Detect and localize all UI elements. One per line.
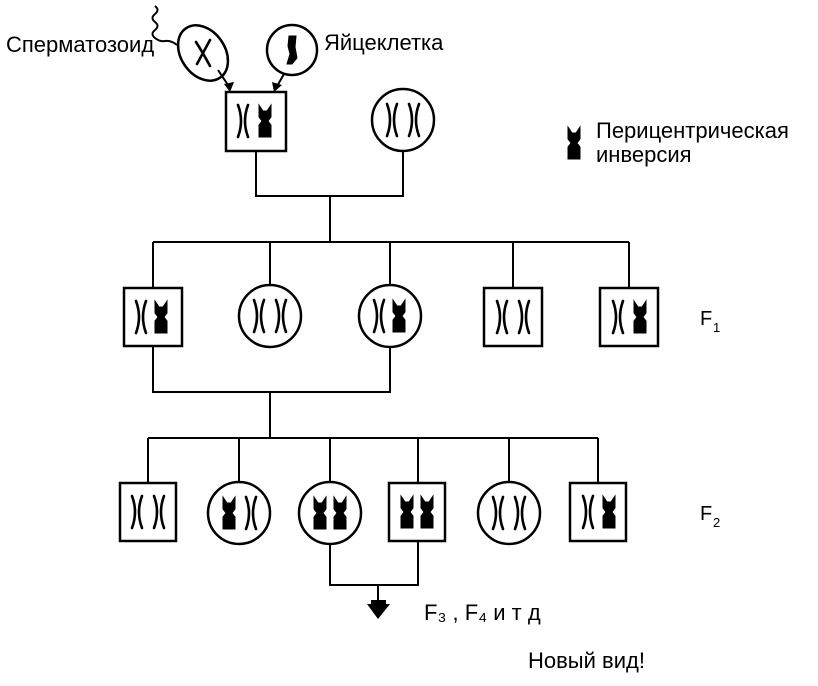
f2-label: F [700, 503, 712, 525]
f2-individual-1 [118, 481, 178, 543]
f2-individual-5 [476, 480, 542, 546]
f2-individual-6 [568, 481, 628, 543]
sperm-label: Сперматозоид [6, 32, 154, 57]
inversion-legend-icon [567, 126, 581, 160]
sperm-tail [151, 5, 178, 46]
f1-individual-4 [482, 286, 544, 348]
next-generation-arrow [367, 604, 390, 619]
parent-male [224, 90, 288, 153]
inversion-label-line1: Перицентрическая [596, 118, 789, 143]
next-generations-label: F₃ , F₄ и т д [424, 600, 541, 625]
f1-label-subscript: 1 [713, 320, 720, 335]
parent-female [370, 87, 436, 153]
egg-gamete [265, 23, 319, 92]
new-species-label: Новый вид! [528, 648, 645, 673]
sperm-chromosome [194, 38, 212, 68]
f1-label: F [700, 308, 712, 330]
f2-individual-4 [387, 481, 447, 543]
f1-individual-1 [122, 286, 184, 348]
f1-individual-5 [598, 286, 660, 348]
inversion-label-line2: инверсия [596, 142, 692, 167]
sperm-gamete [151, 5, 234, 92]
f1-individual-2 [237, 283, 303, 349]
f2-individual-3 [297, 480, 363, 546]
f2-individual-2 [206, 480, 272, 546]
egg-label: Яйцеклетка [324, 30, 444, 55]
inversion-legend: Перицентрическая инверсия [567, 118, 789, 167]
egg-chromosome [286, 35, 298, 65]
f1-individual-3 [357, 283, 423, 349]
pedigree-lines [147, 150, 630, 604]
f2-label-subscript: 2 [713, 515, 720, 530]
